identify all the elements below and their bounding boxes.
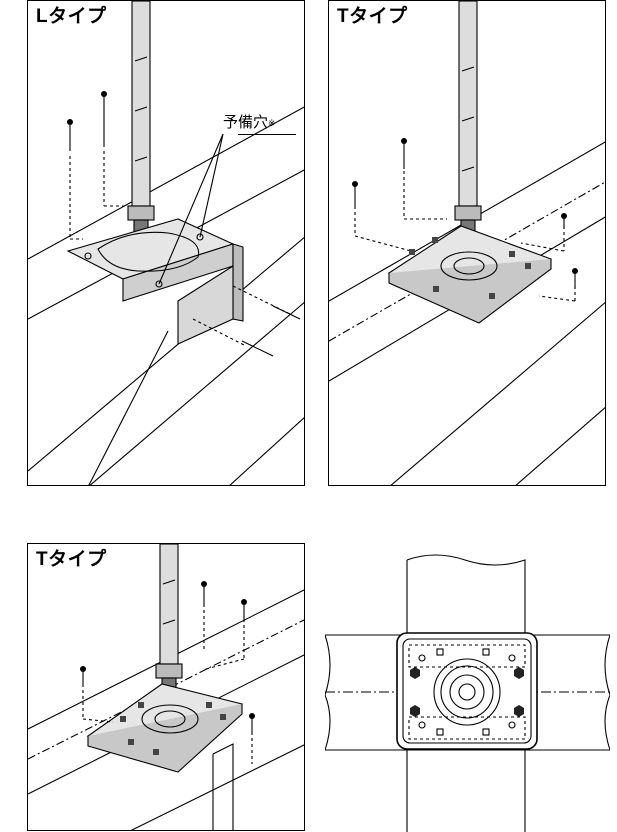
screw-icon	[80, 666, 86, 672]
panel-title-t-type-top: Tタイプ	[337, 5, 408, 29]
bolt-icon	[514, 667, 524, 679]
panel-title-l-type: Lタイプ	[36, 5, 107, 29]
screw-icon	[201, 581, 207, 587]
screw-icon	[561, 213, 567, 219]
screw-icon	[352, 181, 358, 187]
panel-t-type-top: Tタイプ	[328, 0, 606, 486]
t-type-top-illustration	[329, 1, 605, 485]
screw-icon	[249, 713, 255, 719]
bolt-icon	[514, 705, 524, 717]
screw-icon	[67, 119, 73, 125]
panel-t-type-bottom: Tタイプ	[27, 543, 305, 831]
bolt-icon	[410, 705, 420, 717]
bolt-icon	[410, 667, 420, 679]
panel-title-t-type-bottom: Tタイプ	[36, 548, 107, 572]
panel-l-type: Lタイプ 予備穴※	[27, 0, 305, 486]
screw-icon	[101, 91, 107, 97]
spare-hole-label: 予備穴※	[223, 114, 276, 131]
l-type-illustration	[28, 1, 304, 485]
screw-icon	[241, 599, 247, 605]
top-view-illustration	[325, 554, 610, 832]
screw-icon	[572, 268, 578, 274]
t-type-bottom-illustration	[28, 544, 304, 830]
screw-icon	[401, 138, 407, 144]
callout-underline	[238, 134, 296, 135]
